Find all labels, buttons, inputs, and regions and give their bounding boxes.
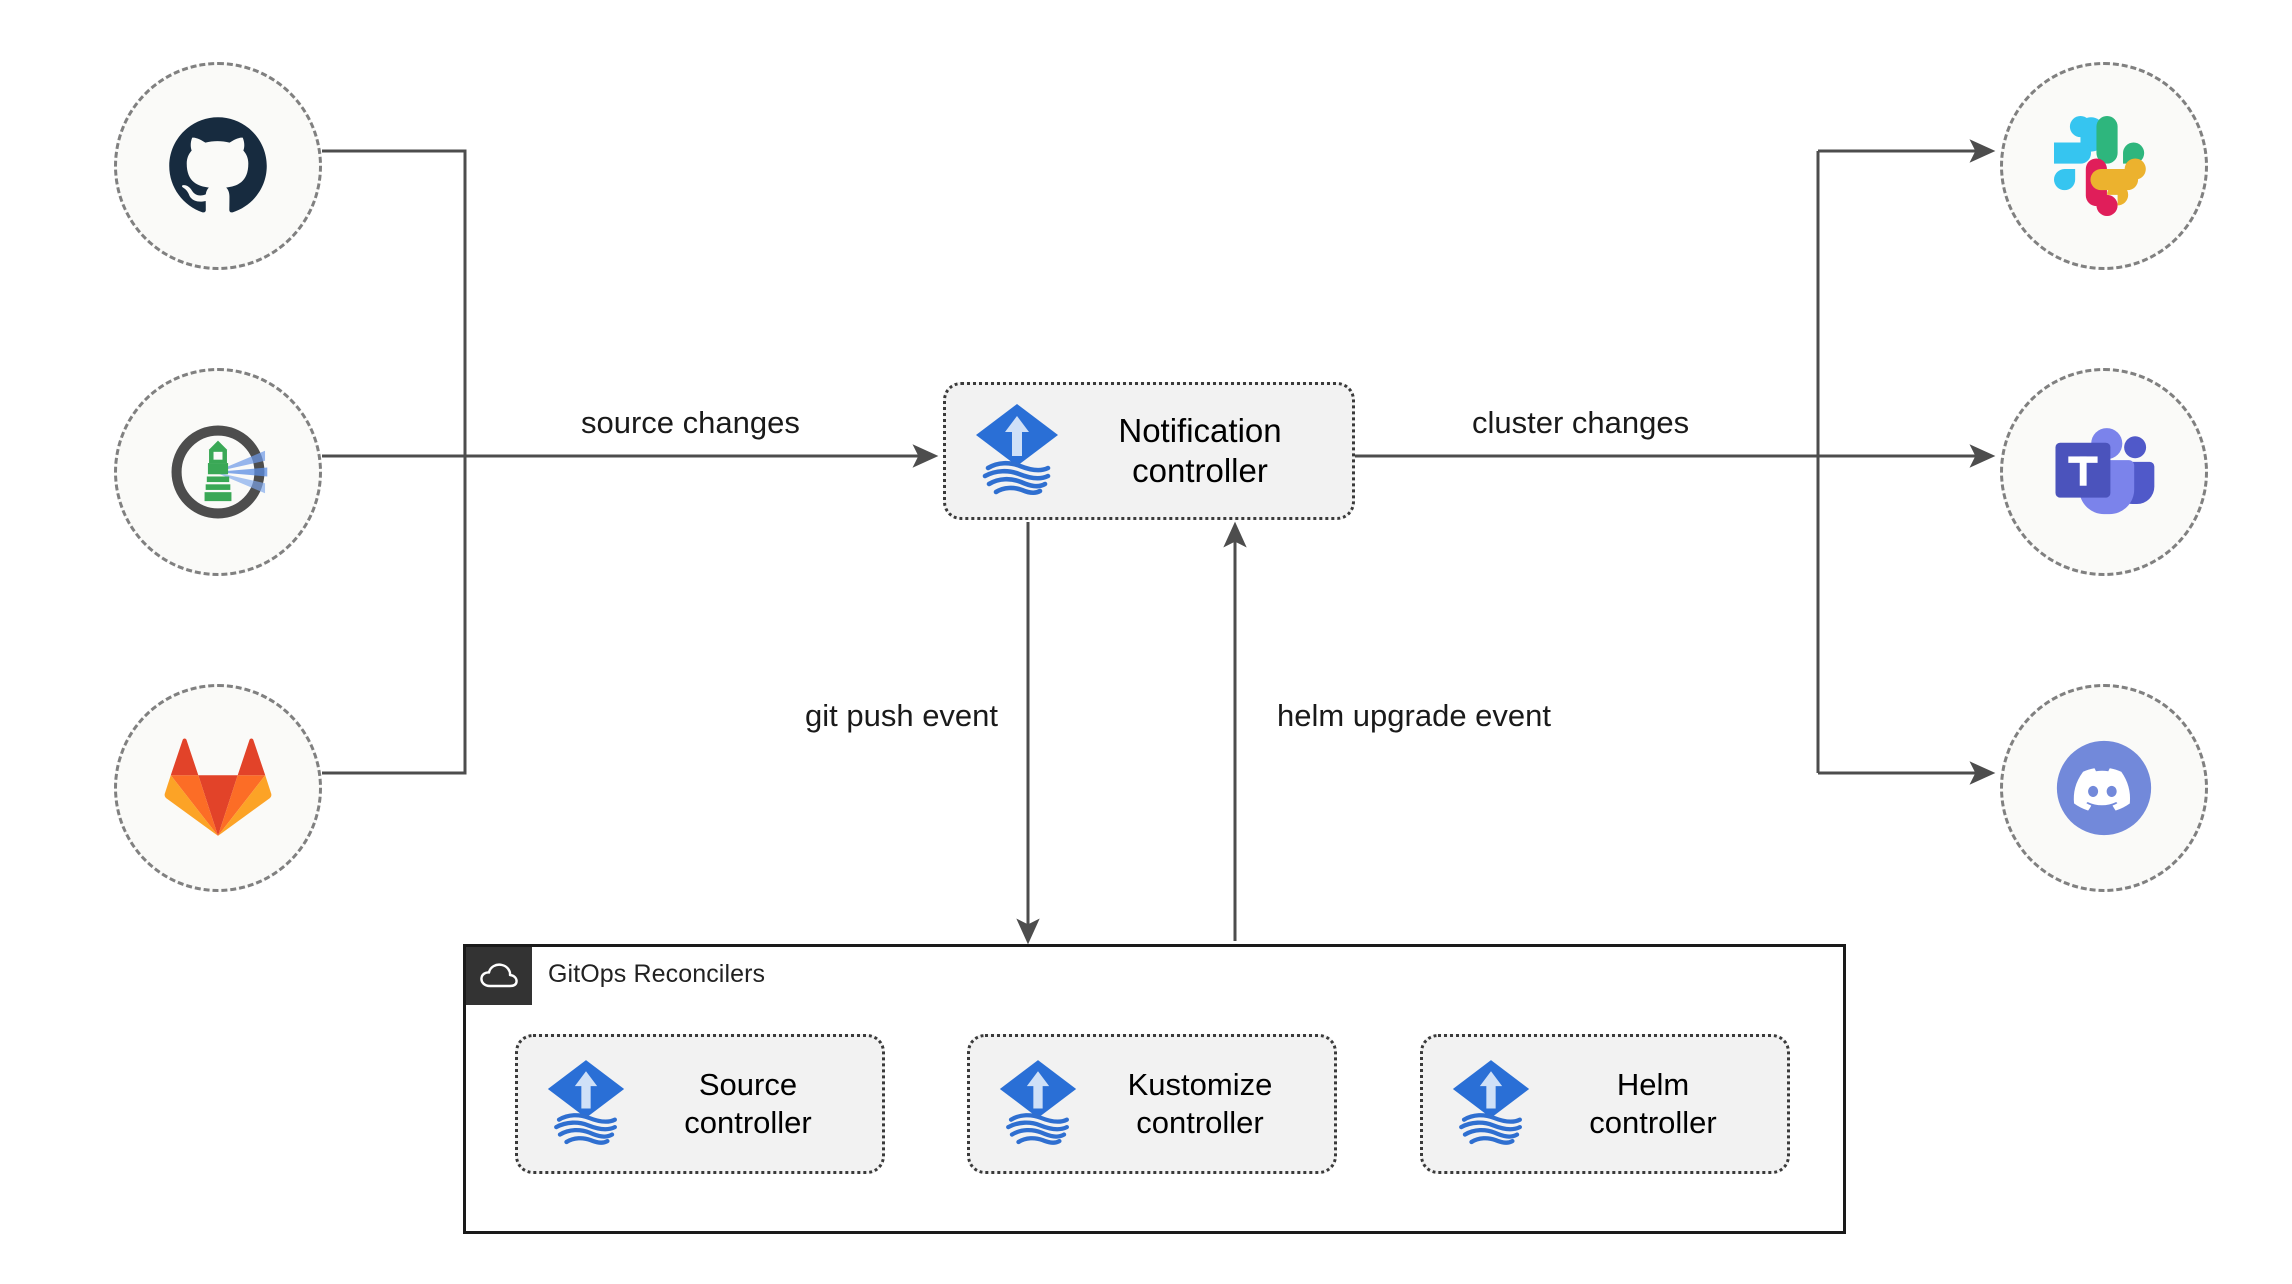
harbor-lighthouse-icon bbox=[171, 425, 268, 519]
edge-github-to-bus bbox=[322, 149, 467, 456]
source-controller-node[interactable]: Source controller bbox=[515, 1034, 885, 1174]
source-controller-label: Source controller bbox=[684, 1067, 812, 1140]
notification-controller-node[interactable]: Notification controller bbox=[943, 382, 1355, 520]
target-node-slack[interactable] bbox=[2000, 62, 2208, 270]
edge-label-git-push-event: git push event bbox=[805, 698, 999, 733]
discord-icon bbox=[2056, 740, 2152, 836]
gitlab-fox-icon bbox=[164, 738, 272, 836]
gitops-tab bbox=[466, 947, 532, 1005]
source-node-github[interactable] bbox=[114, 62, 322, 270]
slack-icon bbox=[2054, 116, 2146, 216]
helm-controller-node[interactable]: Helm controller bbox=[1420, 1034, 1790, 1174]
edge-gitlab-to-bus bbox=[322, 456, 467, 775]
kustomize-controller-label: Kustomize controller bbox=[1127, 1067, 1273, 1140]
edge-label-cluster-changes: cluster changes bbox=[1472, 405, 1690, 440]
source-node-harbor[interactable] bbox=[114, 368, 322, 576]
github-icon bbox=[169, 117, 267, 213]
source-node-gitlab[interactable] bbox=[114, 684, 322, 892]
helm-controller-label: Helm controller bbox=[1589, 1067, 1717, 1140]
target-node-discord[interactable] bbox=[2000, 684, 2208, 892]
flux-logo-icon bbox=[546, 1058, 626, 1151]
flux-logo-icon bbox=[974, 402, 1060, 501]
kustomize-controller-node[interactable]: Kustomize controller bbox=[967, 1034, 1337, 1174]
flux-logo-icon bbox=[998, 1058, 1078, 1151]
microsoft-teams-icon bbox=[2055, 428, 2155, 515]
flux-logo-icon bbox=[1451, 1058, 1531, 1151]
gitops-group-title: GitOps Reconcilers bbox=[548, 960, 766, 988]
edge-label-helm-upgrade-event: helm upgrade event bbox=[1277, 698, 1552, 733]
target-node-teams[interactable] bbox=[2000, 368, 2208, 576]
notification-controller-label: Notification controller bbox=[1118, 411, 1282, 489]
cloud-icon bbox=[480, 963, 518, 988]
edge-label-source-changes: source changes bbox=[581, 405, 800, 440]
